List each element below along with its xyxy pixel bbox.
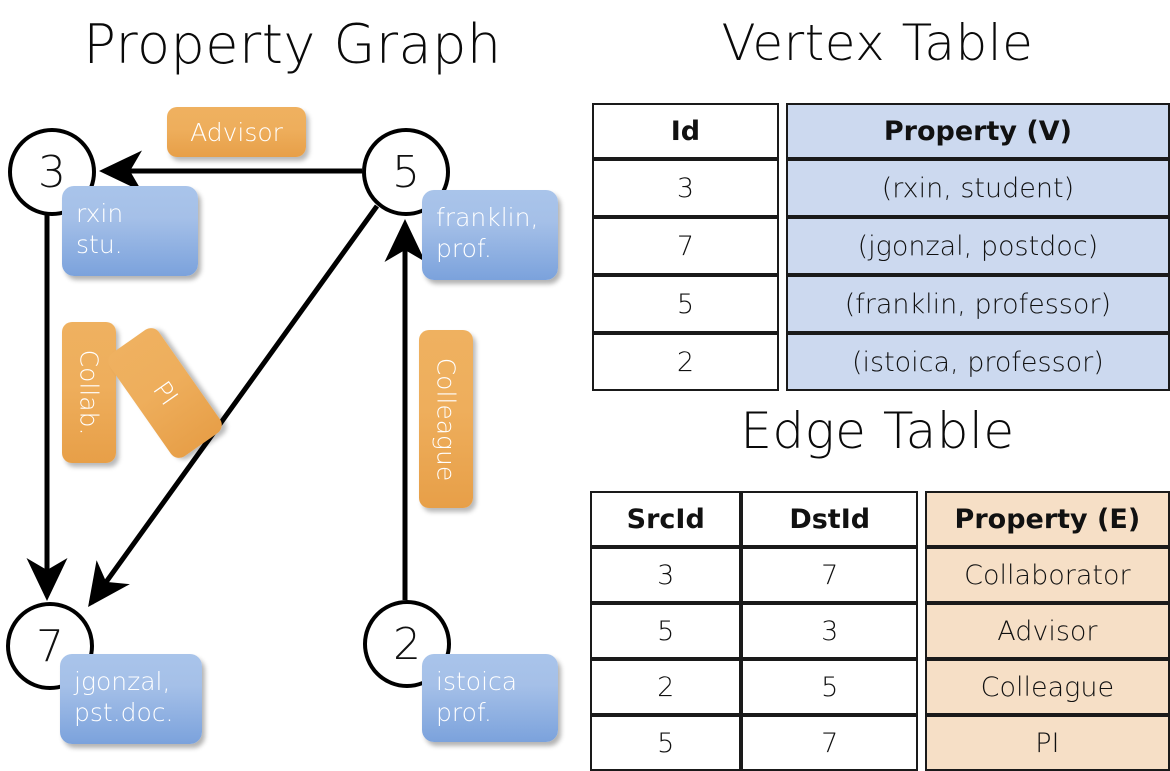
edge-label-collab-text: Collab.: [74, 349, 104, 436]
edge-row-srcid: 5: [590, 715, 742, 771]
vertex-row-id: 3: [592, 159, 779, 217]
page-title-property-graph: Property Graph: [83, 13, 502, 76]
edge-table-header-dstid: DstId: [741, 491, 919, 547]
edge-row-gap: [918, 603, 925, 659]
vertex-row-gap: [779, 333, 786, 391]
table-row[interactable]: 2 5 Colleague: [590, 659, 1170, 715]
graph-edges-layer: [26, 150, 426, 608]
vertex-table-header-id: Id: [592, 103, 779, 159]
vertex-row-gap: [779, 217, 786, 275]
edge-row-property: PI: [924, 715, 1170, 771]
edge-row-srcid: 3: [590, 547, 742, 603]
edge-table: SrcId DstId Property (E) 3 7 Collaborato…: [590, 491, 1170, 771]
edge-table-header-srcid: SrcId: [590, 491, 742, 547]
edge-row-dstid: 7: [741, 547, 919, 603]
vertex-table: Id Property (V) 3 (rxin, student) 7 (jgo…: [592, 103, 1170, 391]
table-row[interactable]: 5 3 Advisor: [590, 603, 1170, 659]
page-title-vertex-table: Vertex Table: [721, 14, 1034, 72]
edge-label-advisor-text: Advisor: [190, 117, 283, 147]
vertex-row-gap: [779, 275, 786, 333]
vertex-row-property: (istoica, professor): [785, 333, 1170, 391]
edge-5-to-7: [88, 204, 380, 608]
edge-row-dstid: 7: [741, 715, 919, 771]
table-row[interactable]: 5 (franklin, professor): [592, 275, 1170, 333]
vertex-row-gap: [779, 159, 786, 217]
edge-row-gap: [918, 659, 925, 715]
vertex-row-property: (franklin, professor): [785, 275, 1170, 333]
vertex-row-property: (jgonzal, postdoc): [785, 217, 1170, 275]
vertex-property-box-3: rxin stu.: [62, 186, 198, 276]
vertex-row-id: 2: [592, 333, 779, 391]
edge-label-colleague-text: Colleague: [431, 357, 461, 481]
vertex-row-id: 5: [592, 275, 779, 333]
vertex-property-box-7: jgonzal, pst.doc.: [60, 654, 202, 744]
vertex-row-id: 7: [592, 217, 779, 275]
table-row[interactable]: 2 (istoica, professor): [592, 333, 1170, 391]
vertex-property-box-2: istoica prof.: [422, 654, 558, 742]
edge-label-advisor: Advisor: [167, 107, 306, 157]
graph-node-2[interactable]: 2: [363, 600, 451, 688]
edge-row-srcid: 2: [590, 659, 742, 715]
edge-row-dstid: 5: [741, 659, 919, 715]
vertex-table-header-property: Property (V): [785, 103, 1170, 159]
graph-node-5[interactable]: 5: [362, 128, 450, 216]
edge-row-dstid: 3: [741, 603, 919, 659]
vertex-property-box-5: franklin, prof.: [422, 190, 558, 280]
edge-label-collab: Collab.: [62, 322, 116, 463]
edge-label-colleague: Colleague: [419, 330, 473, 508]
vertex-row-property: (rxin, student): [785, 159, 1170, 217]
table-row[interactable]: 7 (jgonzal, postdoc): [592, 217, 1170, 275]
edge-table-header-row: SrcId DstId Property (E): [590, 491, 1170, 547]
edge-row-property: Colleague: [924, 659, 1170, 715]
page-title-edge-table: Edge Table: [740, 402, 1015, 460]
edge-label-pi-text: PI: [146, 375, 184, 411]
table-row[interactable]: 3 (rxin, student): [592, 159, 1170, 217]
table-row[interactable]: 3 7 Collaborator: [590, 547, 1170, 603]
edge-row-property: Advisor: [924, 603, 1170, 659]
edge-row-srcid: 5: [590, 603, 742, 659]
edge-row-gap: [918, 547, 925, 603]
edge-table-column-gap: [918, 491, 925, 547]
edge-row-gap: [918, 715, 925, 771]
edge-row-property: Collaborator: [924, 547, 1170, 603]
vertex-table-column-gap: [779, 103, 786, 159]
edge-table-header-property: Property (E): [924, 491, 1170, 547]
table-row[interactable]: 5 7 PI: [590, 715, 1170, 771]
vertex-table-header-row: Id Property (V): [592, 103, 1170, 159]
